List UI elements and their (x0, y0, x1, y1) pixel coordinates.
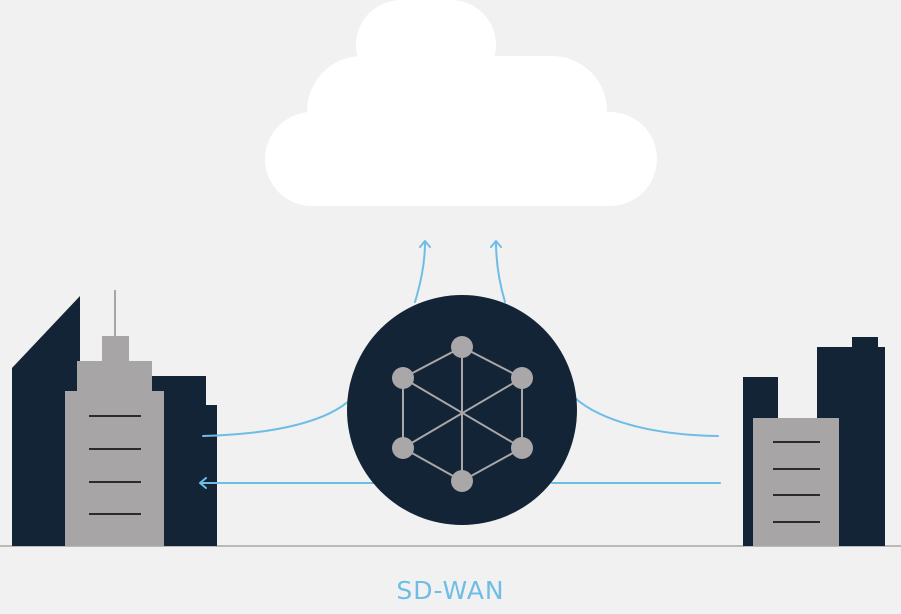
headquarters-building-icon (12, 290, 217, 546)
sdwan-hub-icon (347, 295, 577, 525)
diagram-caption: SD-WAN (396, 576, 505, 605)
curved-link-right (574, 397, 719, 437)
branch-building-icon (743, 337, 885, 546)
uplink-arrow-left (414, 240, 431, 303)
network-links (199, 240, 721, 489)
cloud-icon (265, 0, 657, 206)
uplink-arrow-right (490, 240, 506, 303)
curved-link-left (202, 397, 353, 437)
